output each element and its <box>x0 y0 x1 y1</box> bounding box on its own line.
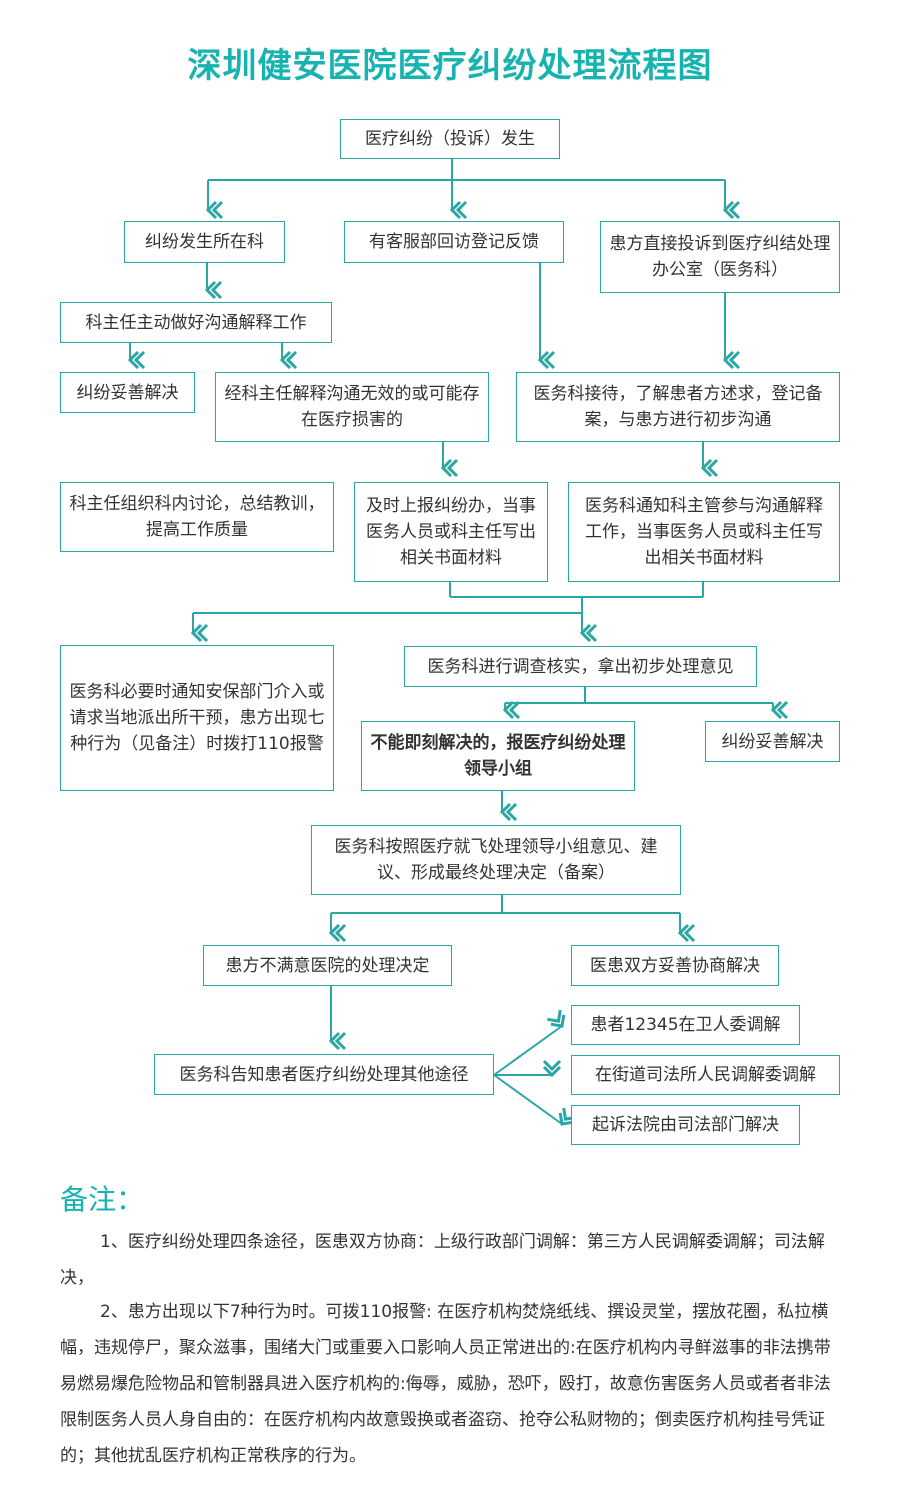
page-title: 深圳健安医院医疗纠纷处理流程图 <box>187 46 713 86</box>
node-medical-affairs-reception: 医务科接待，了解患者方述求，登记备案，与患方进行初步沟通 <box>516 372 840 442</box>
node-other-channels: 医务科告知患者医疗纠纷处理其他途径 <box>154 1054 494 1095</box>
node-director-communicates: 科主任主动做好沟通解释工作 <box>60 302 332 343</box>
node-internal-discussion: 科主任组织科内讨论，总结教训，提高工作质量 <box>60 482 334 552</box>
node-customer-service: 有客服部回访登记反馈 <box>344 221 564 263</box>
node-final-decision: 医务科按照医疗就飞处理领导小组意见、建议、形成最终处理决定（备案） <box>311 825 681 895</box>
node-ineffective: 经科主任解释沟通无效的或可能存在医疗损害的 <box>215 372 489 442</box>
node-report-dispute-office: 及时上报纠纷办，当事医务人员或科主任写出相关书面材料 <box>354 482 548 582</box>
node-resolved-1: 纠纷妥善解决 <box>60 372 195 413</box>
node-patient-unsatisfied: 患方不满意医院的处理决定 <box>203 945 452 986</box>
node-security-police: 医务科必要时通知安保部门介入或请求当地派出所干预，患方出现七种行为（见备注）时拨… <box>60 645 334 791</box>
node-department: 纠纷发生所在科 <box>124 221 285 263</box>
node-negotiated-settlement: 医患双方妥善协商解决 <box>571 945 779 986</box>
node-report-leadership: 不能即刻解决的，报医疗纠纷处理领导小组 <box>361 721 635 791</box>
node-12345-mediation: 患者12345在卫人委调解 <box>571 1005 800 1045</box>
node-notify-supervisor: 医务科通知科主管参与沟通解释工作，当事医务人员或科主任写出相关书面材料 <box>568 482 840 582</box>
node-resolved-2: 纠纷妥善解决 <box>705 721 840 762</box>
node-direct-complaint: 患方直接投诉到医疗纠结处理办公室（医务科） <box>600 221 840 293</box>
node-investigation: 医务科进行调查核实，拿出初步处理意见 <box>404 646 757 687</box>
node-street-mediation: 在街道司法所人民调解委调解 <box>571 1055 840 1095</box>
note-1: 1、医疗纠纷处理四条途径，医患双方协商：上级行政部门调解：第三方人民调解委调解；… <box>60 1232 825 1288</box>
notes-heading: 备注： <box>60 1183 145 1216</box>
note-2: 2、患方出现以下7种行为时。可拨110报警: 在医疗机构焚烧纸线、撰设灵堂，摆放… <box>60 1302 831 1466</box>
node-court: 起诉法院由司法部门解决 <box>571 1105 800 1145</box>
node-dispute-occurs: 医疗纠纷（投诉）发生 <box>340 119 560 159</box>
